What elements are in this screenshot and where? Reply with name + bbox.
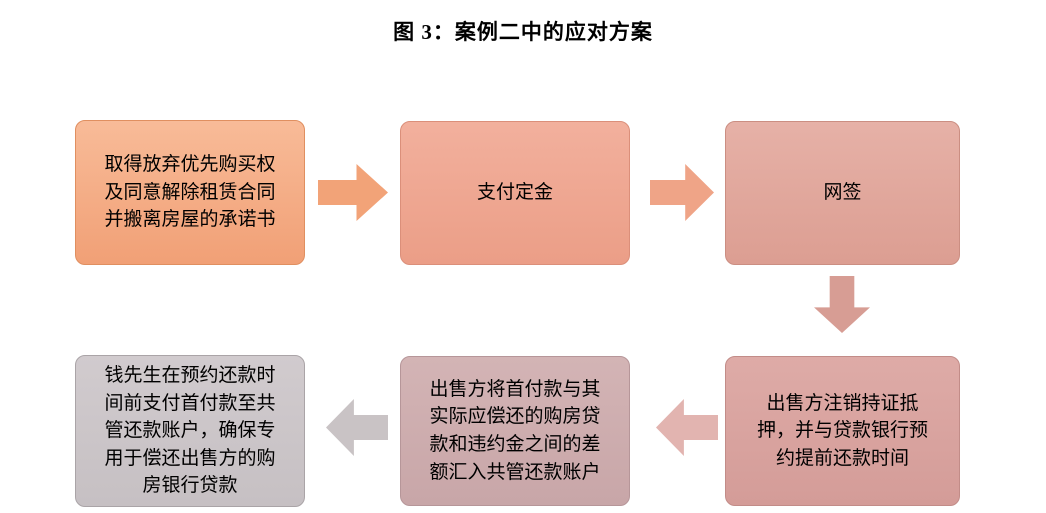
figure-title: 图 3：案例二中的应对方案 bbox=[393, 20, 653, 44]
arrow-down-icon bbox=[814, 276, 870, 333]
arrow-left-icon-2 bbox=[326, 399, 388, 456]
arrow-right-icon-1 bbox=[318, 164, 388, 221]
flow-step-1-label: 取得放弃优先购买权及同意解除租赁合同并搬离房屋的承诺书 bbox=[104, 154, 276, 231]
arrow-right-icon-2 bbox=[650, 164, 714, 221]
flow-step-3: 网签 bbox=[725, 121, 960, 265]
flow-step-6: 钱先生在预约还款时间前支付首付款至共管还款账户，确保专用于偿还出售方的购房银行贷… bbox=[75, 355, 305, 507]
flow-step-6-label: 钱先生在预约还款时间前支付首付款至共管还款账户，确保专用于偿还出售方的购房银行贷… bbox=[104, 365, 276, 497]
flow-step-5-label: 出售方将首付款与其实际应偿还的购房贷款和违约金之间的差额汇入共管还款账户 bbox=[429, 378, 601, 483]
flow-step-3-label: 网签 bbox=[823, 182, 862, 204]
flow-step-2: 支付定金 bbox=[400, 121, 630, 265]
flow-step-2-label: 支付定金 bbox=[476, 182, 553, 204]
flow-step-4: 出售方注销持证抵押，并与贷款银行预约提前还款时间 bbox=[725, 356, 960, 506]
flow-step-4-label: 出售方注销持证抵押，并与贷款银行预约提前还款时间 bbox=[756, 392, 928, 469]
flow-step-5: 出售方将首付款与其实际应偿还的购房贷款和违约金之间的差额汇入共管还款账户 bbox=[400, 356, 630, 506]
arrow-left-icon-1 bbox=[656, 399, 718, 456]
flow-step-1: 取得放弃优先购买权及同意解除租赁合同并搬离房屋的承诺书 bbox=[75, 120, 305, 265]
